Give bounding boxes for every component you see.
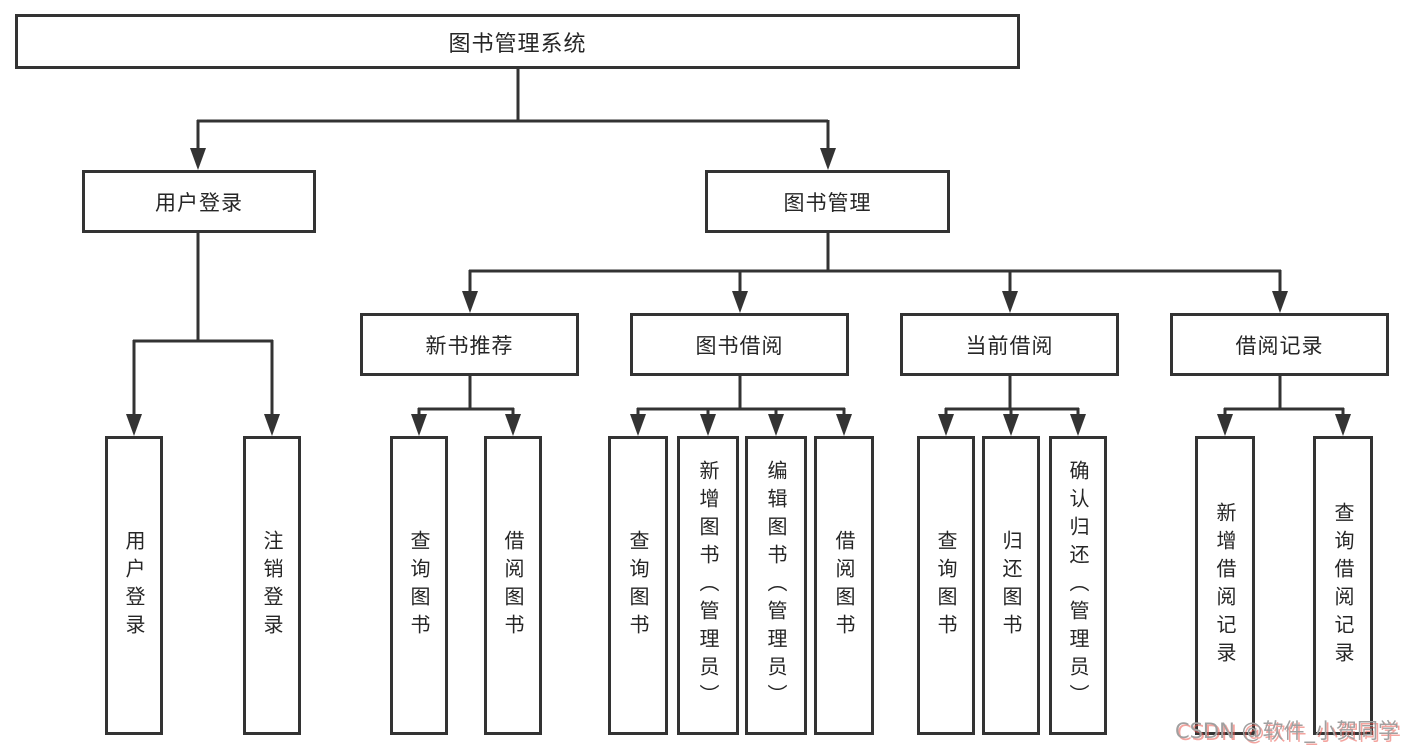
node-label: 查询图书 [626, 529, 650, 642]
node-current-borrow: 当前借阅 [900, 313, 1119, 376]
node-user-login: 用户登录 [82, 170, 316, 233]
node-label: 图书管理系统 [448, 31, 587, 57]
node-label: 查询借阅记录 [1331, 501, 1355, 670]
node-label: 用户登录 [155, 190, 243, 215]
node-label: 查询图书 [934, 529, 958, 642]
leaf-borrow-books: 借阅图书 [814, 436, 874, 735]
node-new-book-recommend: 新书推荐 [360, 313, 579, 376]
node-label: 用户登录 [122, 529, 146, 642]
leaf-logout: 注销登录 [243, 436, 301, 735]
node-label: 借阅图书 [501, 529, 525, 642]
node-label: 注销登录 [260, 529, 284, 642]
node-borrow-records: 借阅记录 [1170, 313, 1389, 376]
leaf-add-books-admin: 新增图书（管理员） [677, 436, 739, 735]
node-label: 确认归还（管理员） [1066, 459, 1090, 712]
node-label: 新书推荐 [425, 333, 514, 358]
node-label: 归还图书 [999, 529, 1023, 642]
node-label: 新增图书（管理员） [696, 459, 720, 712]
node-label: 编辑图书（管理员） [764, 459, 788, 712]
node-label: 新增借阅记录 [1213, 501, 1237, 670]
leaf-query-books-recommend: 查询图书 [390, 436, 448, 735]
csdn-watermark: CSDN @软件_小贺同学 [1174, 719, 1399, 743]
leaf-query-books-borrow: 查询图书 [608, 436, 668, 735]
node-label: 图书借阅 [695, 333, 784, 358]
arrowheads [126, 148, 1351, 436]
leaf-borrow-books-recommend: 借阅图书 [484, 436, 542, 735]
leaf-edit-books-admin: 编辑图书（管理员） [745, 436, 807, 735]
leaf-query-books-current: 查询图书 [917, 436, 975, 735]
leaf-query-borrow-record: 查询借阅记录 [1313, 436, 1373, 735]
node-label: 当前借阅 [965, 333, 1054, 358]
node-book-borrow: 图书借阅 [630, 313, 849, 376]
leaf-user-login: 用户登录 [105, 436, 163, 735]
leaf-add-borrow-record: 新增借阅记录 [1195, 436, 1255, 735]
leaf-return-books: 归还图书 [982, 436, 1040, 735]
leaf-confirm-return-admin: 确认归还（管理员） [1049, 436, 1107, 735]
node-label: 借阅图书 [832, 529, 856, 642]
node-book-management: 图书管理 [705, 170, 950, 233]
node-library-management-system: 图书管理系统 [15, 14, 1020, 69]
node-label: 查询图书 [407, 529, 431, 642]
node-label: 借阅记录 [1235, 333, 1324, 358]
node-label: 图书管理 [783, 190, 872, 215]
